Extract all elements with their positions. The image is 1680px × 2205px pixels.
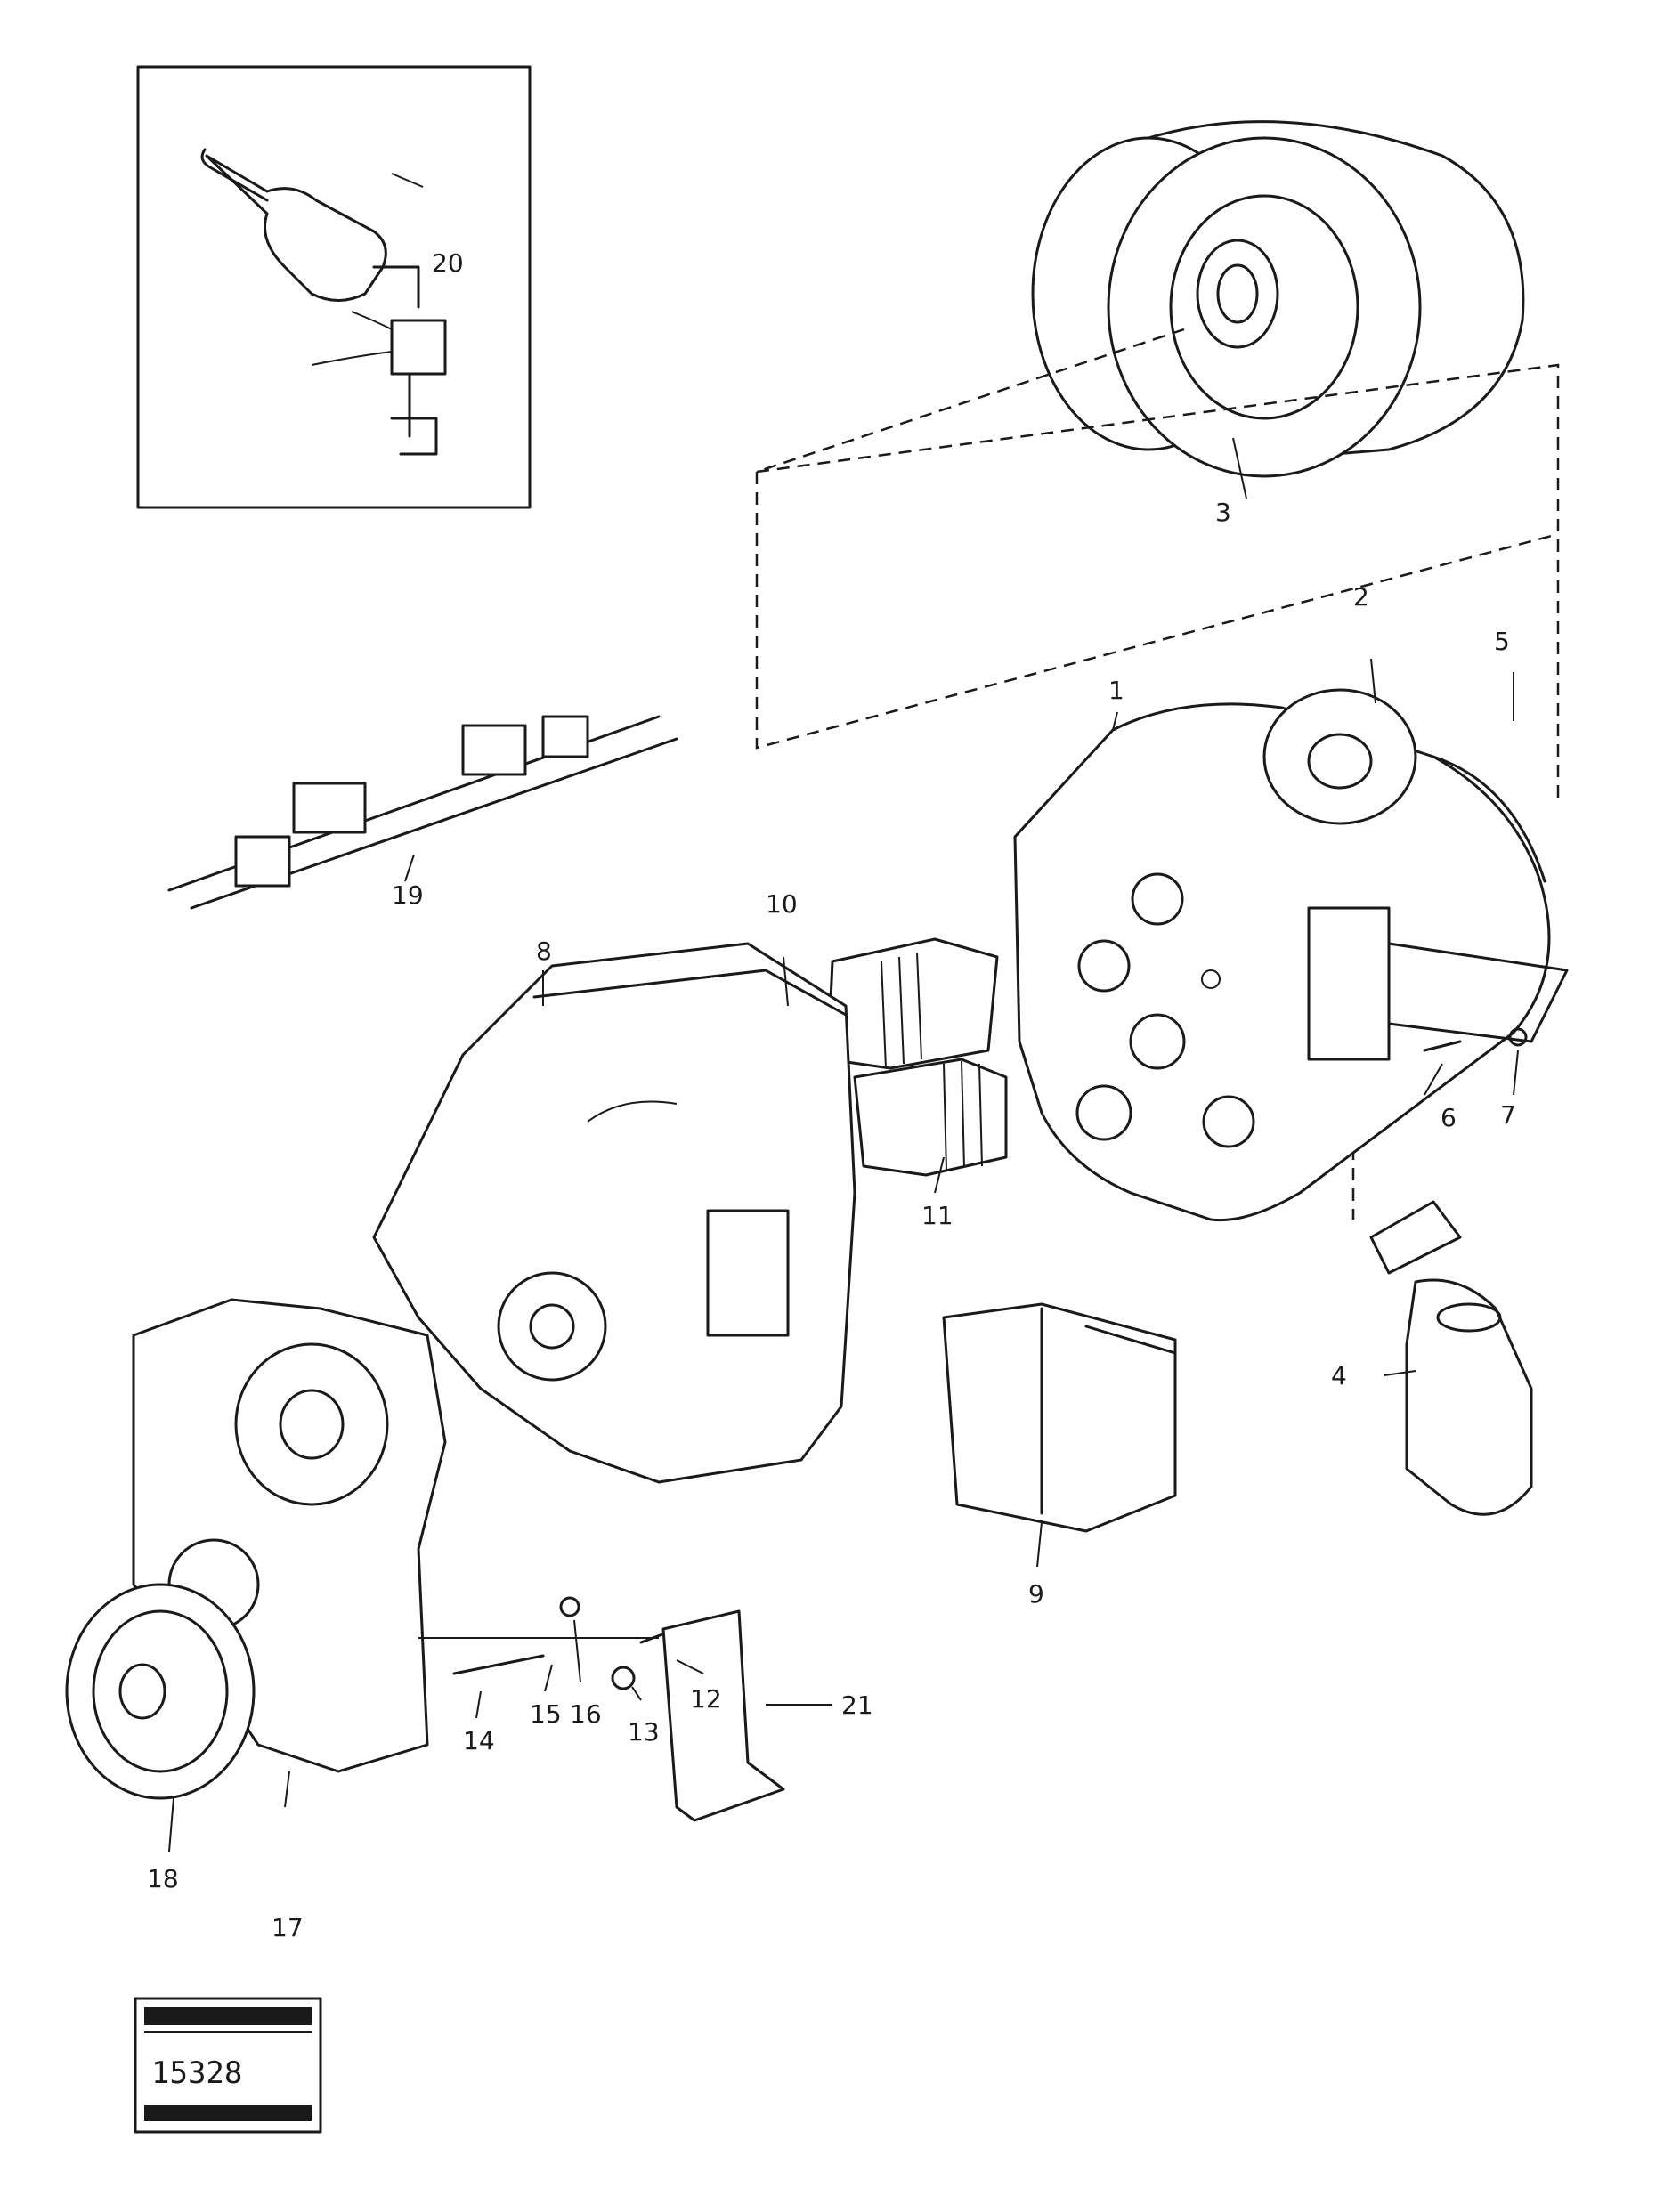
callout-16: 16: [570, 1699, 602, 1729]
callout-5: 5: [1494, 627, 1510, 656]
inset-gear-lever: [136, 65, 532, 509]
callout-7: 7: [1500, 1100, 1516, 1130]
callout-21: 21: [841, 1690, 873, 1720]
main-transmission-housing: [372, 942, 856, 1484]
callout-17: 17: [272, 1913, 304, 1942]
callout-15: 15: [530, 1699, 562, 1729]
drawing-stamp: 15328: [134, 1997, 322, 2134]
bolt-washer-6-7: [1423, 1027, 1528, 1052]
callout-8: 8: [536, 936, 552, 966]
callout-9: 9: [1028, 1579, 1044, 1609]
callout-3: 3: [1215, 498, 1231, 527]
torque-converter: [1031, 120, 1525, 478]
mounting-bracket: [418, 1609, 785, 1822]
callout-2: 2: [1353, 582, 1369, 612]
gear-shafts: [826, 937, 1008, 1177]
output-flange: [65, 1583, 256, 1800]
callout-18: 18: [147, 1864, 179, 1893]
callout-20: 20: [432, 248, 464, 278]
callout-13: 13: [628, 1717, 660, 1747]
callout-12: 12: [690, 1684, 722, 1714]
callout-1: 1: [1108, 676, 1124, 705]
oil-filter-assembly: [1369, 1200, 1533, 1516]
front-housing: [1013, 688, 1569, 1222]
callout-19: 19: [392, 880, 424, 910]
callout-6: 6: [1441, 1103, 1457, 1132]
fasteners-12-16: [452, 1596, 678, 1690]
stamp-number: 15328: [151, 2055, 242, 2091]
callout-labels: 20 3 2 5 1 6 7 10 8 19 11 4 9 16 15 14 1…: [147, 248, 1516, 1942]
callout-11: 11: [921, 1201, 954, 1230]
callout-14: 14: [463, 1726, 495, 1755]
callout-10: 10: [766, 889, 798, 919]
leader-lines: [168, 173, 1519, 1852]
hose-assembly: [167, 715, 678, 910]
callout-4: 4: [1331, 1361, 1347, 1390]
valve-block: [942, 1302, 1177, 1533]
